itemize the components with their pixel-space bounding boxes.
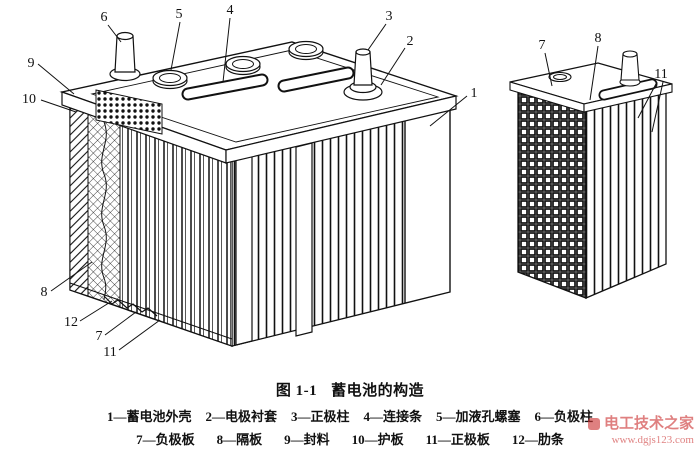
leader-line: [79, 300, 113, 322]
callout-number: 8: [595, 31, 602, 46]
leader-line: [170, 21, 181, 71]
leader-line: [222, 17, 231, 83]
legend-item: 4—连接条: [363, 409, 423, 424]
cell-partition: [235, 151, 253, 346]
filler-plug: [288, 40, 324, 61]
watermark-site-name: 电工技术之家: [603, 416, 694, 432]
callout-number: 1: [471, 86, 478, 101]
watermark-url: www.dgjs123.com: [611, 434, 694, 446]
bottom-ribs: [103, 295, 158, 317]
cell-partition: [295, 142, 313, 337]
legend-item: 9—封料: [284, 432, 330, 447]
callout-number: 4: [227, 3, 234, 18]
positive-post: [343, 48, 383, 101]
legend-item: 3—正极柱: [290, 409, 350, 424]
plate-group-post: [619, 50, 641, 87]
leader-line: [637, 81, 658, 119]
callout-number: 9: [28, 56, 35, 71]
legend-item: 12—肋条: [511, 432, 564, 447]
callout-number: 2: [407, 34, 414, 49]
watermark: 电工技术之家 www.dgjs123.com: [587, 415, 694, 448]
plate-group-cap: [548, 71, 572, 83]
main-battery-diagram: [59, 31, 459, 347]
callout-numbers: 6 5 4 3 2 9 10 1 8 12 7 11 7 8 11: [22, 3, 668, 360]
legend-item: 6—负极柱: [534, 409, 594, 424]
leader-line: [50, 261, 93, 292]
positive-plate-stack: [585, 87, 667, 299]
legend-item: 1—蓄电池外壳: [106, 409, 192, 424]
plate-group-diagram: [509, 50, 673, 299]
legend-item: 11—正极板: [425, 432, 490, 447]
callout-number: 7: [96, 329, 103, 344]
connector-strap: [181, 73, 269, 101]
callout-number: 12: [64, 315, 78, 330]
battery-lid-skirt-right: [225, 95, 457, 164]
leader-line: [651, 81, 664, 133]
sealing-compound-mesh: [95, 89, 163, 135]
callout-number: 5: [176, 7, 183, 22]
callout-number: 7: [539, 38, 546, 53]
legend-item: 5—加液孔螺塞: [436, 409, 521, 424]
callout-number: 10: [22, 92, 36, 107]
leader-line: [544, 52, 553, 87]
cutaway-wavy-edge: [101, 121, 107, 301]
leader-line: [37, 63, 75, 95]
connector-strap: [277, 66, 355, 93]
figure-caption: 图 1-1 蓄电池的构造: [0, 379, 700, 400]
figure-number: 图 1-1: [275, 383, 318, 399]
callout-number: 11: [103, 345, 116, 360]
plate-group-strap: [598, 78, 658, 101]
figure-title: 蓄电池的构造: [331, 383, 425, 399]
filler-plug: [225, 55, 261, 76]
legend-row-1: 1—蓄电池外壳 2—电极衬套 3—正极柱 4—连接条 5—加液孔螺塞 6—负极柱: [0, 406, 700, 425]
leader-line: [380, 47, 406, 86]
guard-plate-hatch: [69, 107, 89, 297]
legend-item: 8—隔板: [216, 432, 263, 447]
filler-plug: [152, 69, 188, 90]
callout-number: 8: [41, 285, 48, 300]
leader-line: [104, 311, 137, 336]
legend-item: 10—护板: [351, 432, 404, 447]
watermark-logo-icon: [587, 418, 600, 430]
callout-number: 11: [654, 67, 667, 82]
leader-lines: [37, 17, 664, 351]
callout-number: 6: [101, 10, 108, 25]
leader-line: [40, 99, 77, 113]
leader-line: [367, 23, 387, 51]
leader-line: [589, 45, 599, 101]
legend-item: 2—电极衬套: [205, 409, 277, 424]
negative-plate-grid: [517, 85, 587, 299]
leader-line: [107, 24, 122, 43]
leader-line: [429, 95, 468, 127]
callout-number: 3: [386, 9, 393, 24]
battery-structure-drawing: 6 5 4 3 2 9 10 1 8 12 7 11 7 8 11: [22, 3, 673, 360]
negative-post: [109, 31, 141, 82]
legend-item: 7—负极板: [136, 432, 195, 447]
legend-row-2: 7—负极板 8—隔板 9—封料 10—护板 11—正极板 12—肋条: [0, 429, 700, 448]
leader-line: [118, 319, 161, 351]
